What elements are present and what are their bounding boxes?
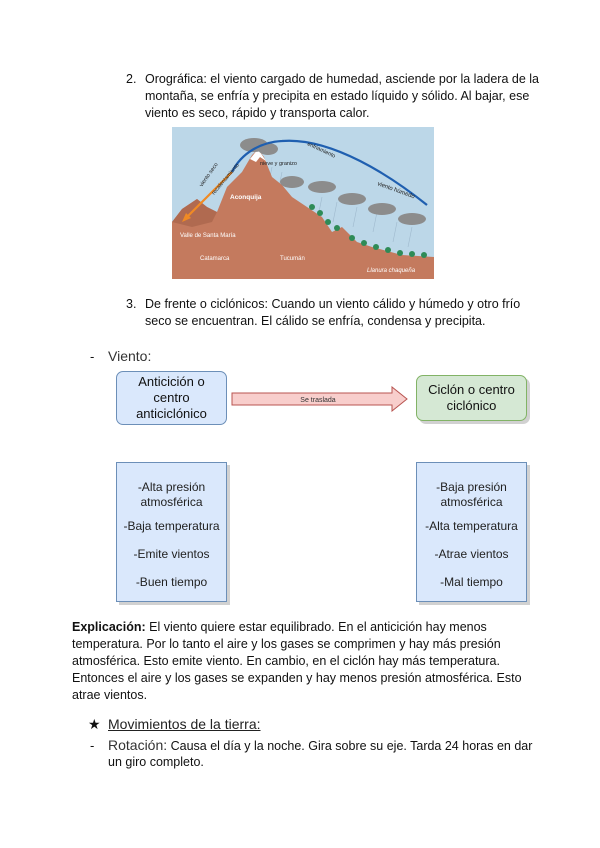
label-valle: Valle de Santa María: [180, 233, 236, 239]
anticiclon-line-1: Anticición o: [138, 374, 205, 389]
anticiclon-line-2: centro: [153, 390, 190, 405]
orografica-line-3: viento es seco, rápido y transporta calo…: [145, 106, 370, 120]
rotacion-label: Rotación:: [108, 737, 168, 753]
left-item-4: -Buen tiempo: [135, 575, 208, 589]
explicacion-line-2: temperatura. Por lo tanto el aire y los …: [72, 637, 501, 651]
right-item-1: -Baja presión atmosférica: [436, 480, 507, 509]
list-number-3: 3.: [126, 297, 137, 311]
dash-bullet: -: [90, 349, 95, 364]
orografica-line-2: montaña, se enfría y precipita en estado…: [145, 89, 530, 103]
ciclon-characteristics: -Baja presión atmosférica -Alta temperat…: [416, 462, 527, 602]
frente-line-1: De frente o ciclónicos: Cuando un viento…: [145, 297, 521, 311]
label-nieve-granizo: nieve y granizo: [260, 161, 297, 167]
label-aconquija: Aconquija: [230, 194, 262, 201]
explicacion-line-4: Entonces el aire y los gases se expanden…: [72, 671, 522, 685]
label-llanura: Llanura chaqueña: [367, 268, 416, 274]
traslada-arrow: Se traslada: [231, 386, 408, 412]
right-item-4: -Mal tiempo: [440, 575, 503, 589]
explicacion-label: Explicación:: [72, 620, 146, 634]
anticiclon-line-3: anticiclónico: [136, 406, 207, 421]
viento-heading: Viento:: [108, 348, 152, 364]
right-item-3: -Atrae vientos: [434, 547, 509, 561]
anticiclon-box: Anticición o centro anticiclónico: [116, 371, 227, 425]
rotacion-line-1: Rotación: Causa el día y la noche. Gira …: [108, 737, 533, 753]
left-item-2: -Baja temperatura: [123, 519, 220, 533]
anticiclon-characteristics: -Alta presión atmosférica -Baja temperat…: [116, 462, 227, 602]
ciclon-box: Ciclón o centro ciclónico: [416, 375, 527, 421]
ciclon-line-2: ciclónico: [446, 398, 497, 413]
label-catamarca: Catamarca: [200, 256, 230, 262]
ciclon-line-1: Ciclón o centro: [428, 382, 515, 397]
list-number-2: 2.: [126, 72, 137, 86]
explicacion-line-3: atmosférica. Esto emite viento. En cambi…: [72, 654, 500, 668]
frente-line-2: seco se encuentran. El cálido se enfría,…: [145, 314, 486, 328]
movimientos-heading: Movimientos de la tierra:: [108, 716, 261, 732]
explicacion-line-5: atrae vientos.: [72, 688, 148, 702]
rotacion-line-2: un giro completo.: [108, 755, 204, 769]
traslada-label: Se traslada: [300, 397, 336, 404]
left-item-3: -Emite vientos: [133, 547, 210, 561]
star-bullet-icon: ★: [88, 716, 101, 732]
label-tucuman: Tucumán: [280, 256, 305, 262]
orographic-rain-diagram: viento seco recalentamiento nieve y gran…: [172, 127, 434, 279]
dash-bullet-rotacion: -: [90, 738, 95, 753]
right-item-2: -Alta temperatura: [425, 519, 518, 533]
explicacion-line-1: Explicación: El viento quiere estar equi…: [72, 620, 487, 634]
orografica-line-1: Orográfica: el viento cargado de humedad…: [145, 72, 540, 86]
left-item-1: -Alta presión atmosférica: [137, 480, 206, 509]
